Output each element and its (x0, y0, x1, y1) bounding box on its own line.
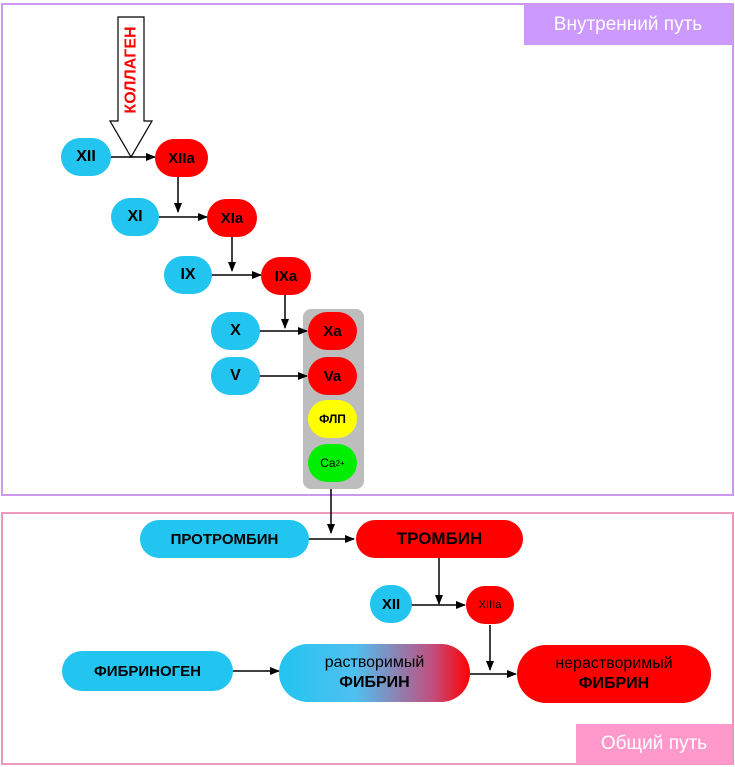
soluble-fibrin-line1: растворимый (324, 654, 425, 671)
internal-pathway-panel (1, 3, 734, 496)
fibrinogen-node: ФИБРИНОГЕН (62, 651, 233, 691)
common-pathway-label: Общий путь (576, 724, 732, 764)
factor-xi-node: XI (111, 198, 159, 236)
thrombin-node: ТРОМБИН (356, 520, 523, 558)
common-pathway-panel (1, 512, 734, 765)
factor-xia-node: XIa (207, 199, 257, 237)
soluble-fibrin-line2: ФИБРИН (339, 674, 410, 691)
prothrombin-node: ПРОТРОМБИН (140, 520, 309, 558)
factor-v-node: V (211, 357, 260, 395)
calcium-charge: 2+ (335, 458, 345, 468)
factor-xiia-node: XIIa (155, 139, 208, 177)
factor-xiiia-node: XIIIa (466, 586, 514, 624)
phospholipid-node: ФЛП (308, 400, 357, 438)
calcium-label: Ca (320, 456, 336, 470)
factor-va-node: Va (308, 357, 357, 395)
collagen-label: КОЛЛАГЕН (123, 26, 140, 113)
insoluble-fibrin-line2: ФИБРИН (578, 675, 650, 692)
insoluble-fibrin-node: нерастворимый ФИБРИН (517, 645, 711, 703)
factor-ix-node: IX (164, 256, 212, 294)
factor-xa-node: Xa (308, 312, 357, 350)
soluble-fibrin-node: растворимый ФИБРИН (279, 644, 470, 702)
factor-xii-common-node: XII (370, 585, 412, 623)
factor-x-node: X (211, 312, 260, 350)
factor-ixa-node: IXa (261, 257, 311, 295)
factor-xii-node: XII (61, 138, 111, 176)
insoluble-fibrin-line1: нерастворимый (555, 655, 673, 672)
collagen-arrow: КОЛЛАГЕН (108, 16, 154, 159)
internal-pathway-label: Внутренний путь (524, 5, 732, 45)
